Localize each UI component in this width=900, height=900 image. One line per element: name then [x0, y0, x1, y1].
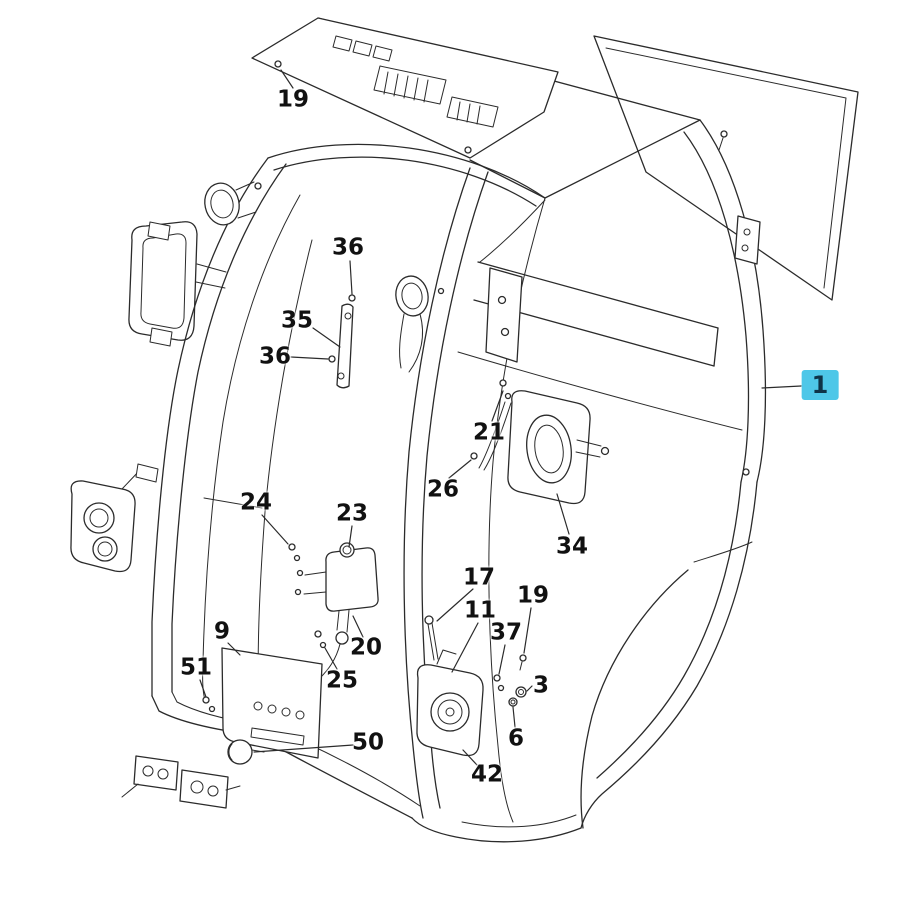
part-label-19-lower[interactable]: 19	[516, 582, 550, 609]
part-label-42[interactable]: 42	[470, 761, 504, 788]
part-label-25[interactable]: 25	[325, 667, 359, 694]
leader-line-25	[324, 647, 338, 670]
part-label-34[interactable]: 34	[555, 533, 589, 560]
part-label-50[interactable]: 50	[351, 729, 385, 756]
leader-line-17	[436, 588, 474, 622]
leader-line-3	[526, 685, 533, 692]
part-label-36-lower[interactable]: 36	[258, 343, 292, 370]
washer-tank	[325, 547, 379, 612]
leader-line-34	[556, 493, 570, 535]
leader-line-23	[348, 525, 353, 548]
work-lamp-mid	[395, 275, 429, 317]
leader-line-21	[491, 390, 504, 422]
part-label-24[interactable]: 24	[239, 489, 273, 516]
part-label-36-upper[interactable]: 36	[331, 234, 365, 261]
leader-line-37	[498, 644, 506, 675]
leader-line-51	[199, 679, 207, 698]
part-label-51[interactable]: 51	[179, 654, 213, 681]
leader-line-50	[253, 744, 354, 753]
leader-line-35	[312, 327, 341, 348]
part-label-3[interactable]: 3	[532, 672, 550, 699]
part-label-9[interactable]: 9	[213, 618, 231, 645]
part-label-20[interactable]: 20	[349, 634, 383, 661]
leader-line-19-lower	[523, 607, 532, 654]
part-label-17[interactable]: 17	[462, 564, 496, 591]
part-label-6[interactable]: 6	[507, 725, 525, 752]
part-label-37[interactable]: 37	[489, 619, 523, 646]
leader-line-19-top	[280, 69, 294, 89]
knob-50	[227, 739, 253, 765]
bracket-strip	[336, 303, 354, 389]
leader-line-11	[451, 622, 479, 673]
part-label-26[interactable]: 26	[426, 476, 460, 503]
leader-line-24	[261, 514, 289, 545]
leader-line-6	[512, 706, 516, 728]
leader-line-20	[352, 615, 364, 638]
part-label-21[interactable]: 21	[472, 419, 506, 446]
leader-line-36-lower	[290, 356, 329, 360]
leader-line-26	[448, 459, 472, 479]
part-label-35[interactable]: 35	[280, 307, 314, 334]
leader-line-1	[761, 385, 802, 389]
leader-line-42	[462, 749, 478, 766]
rear-window	[593, 35, 859, 301]
mirror-frame	[128, 221, 198, 341]
part-label-23[interactable]: 23	[335, 500, 369, 527]
door-lower-panel	[221, 647, 323, 759]
vent-grille	[373, 65, 447, 105]
part-label-11[interactable]: 11	[463, 597, 497, 624]
part-label-1[interactable]: 1	[801, 370, 839, 400]
leader-line-36-upper	[349, 260, 353, 295]
leader-line-9	[227, 642, 241, 656]
part-label-19-top[interactable]: 19	[276, 86, 310, 113]
